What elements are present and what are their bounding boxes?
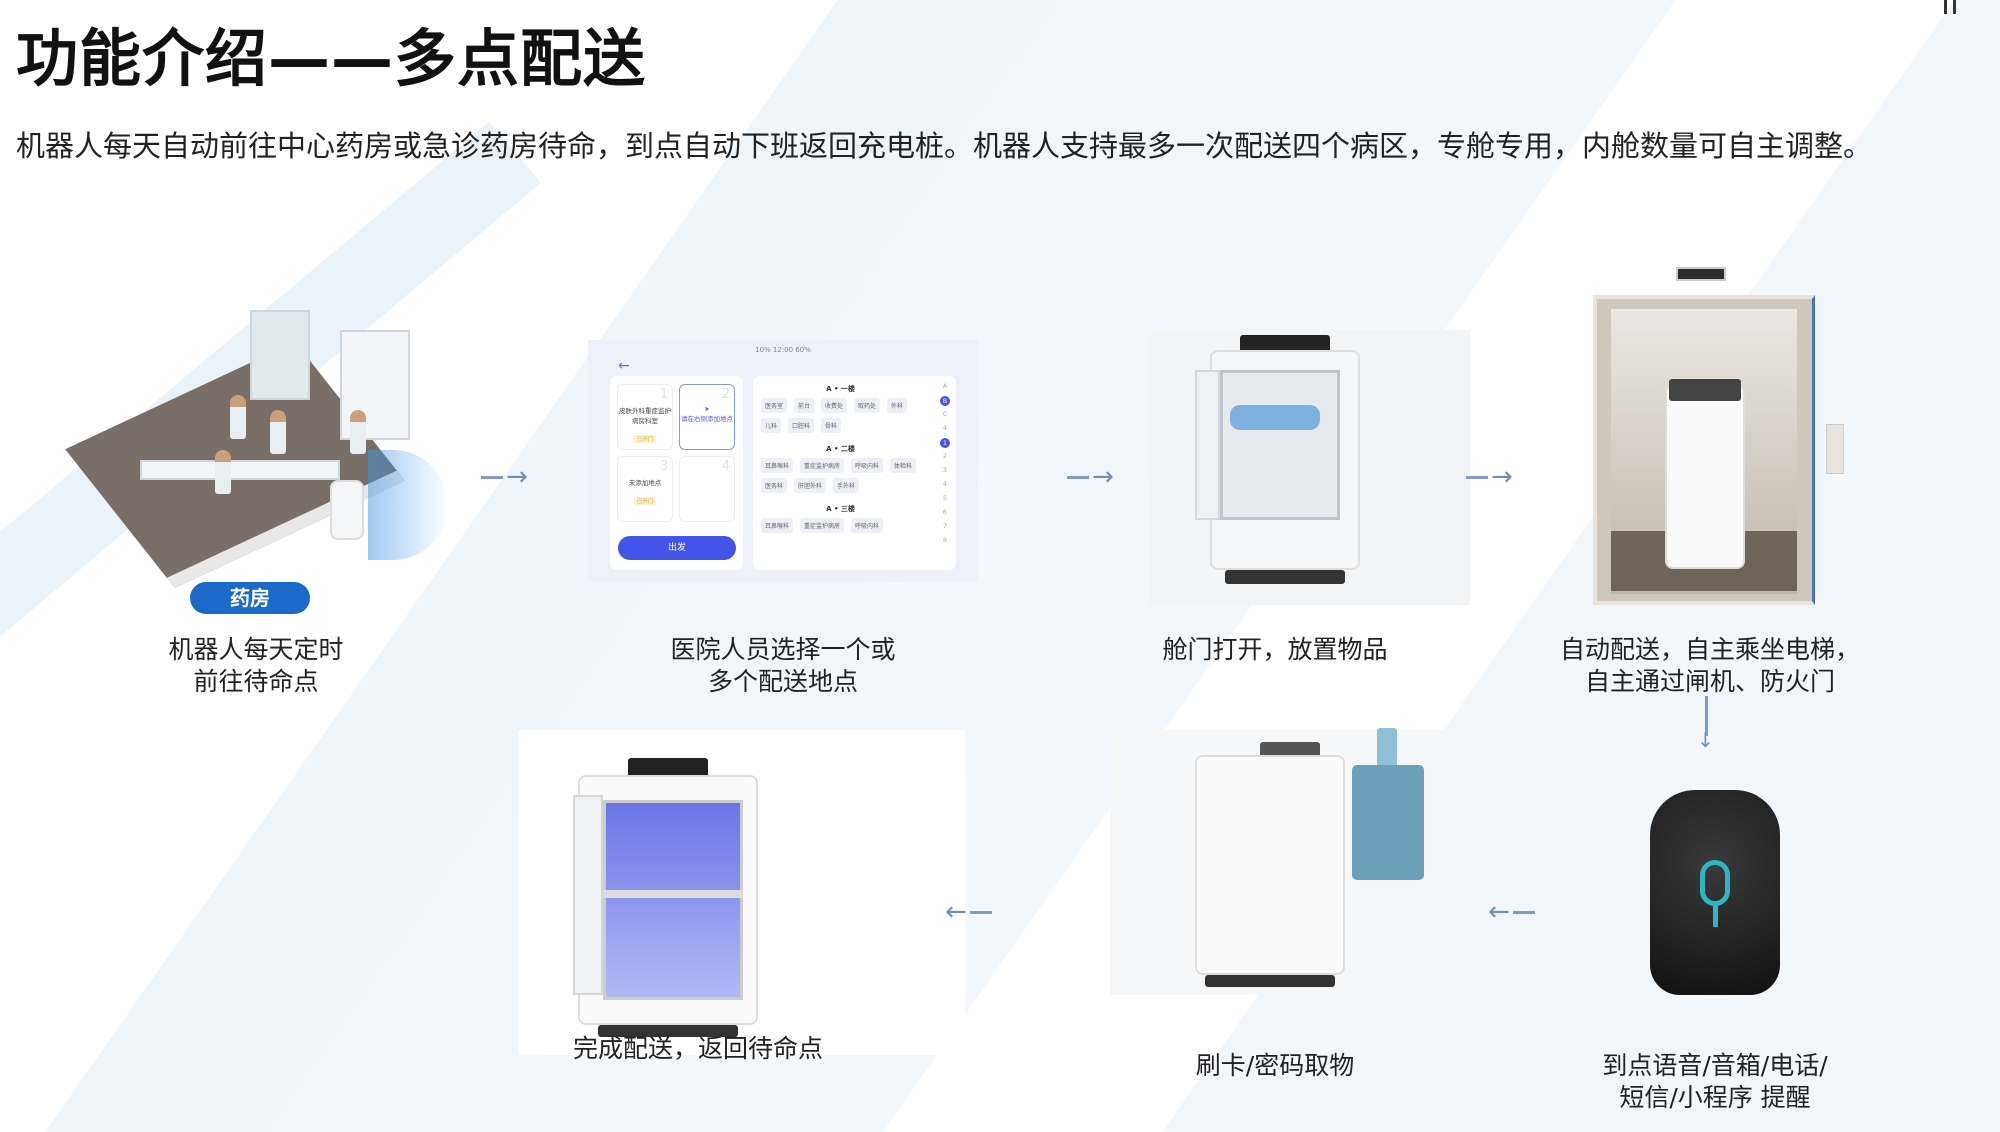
arrow-down-icon — [1705, 696, 1708, 736]
location-chip[interactable]: 手外科 — [833, 478, 860, 493]
arrow-down-head-icon: ↓ — [1697, 728, 1714, 752]
label-line: 自动配送，自主乘坐电梯， — [1559, 635, 1861, 664]
step-1-label: 机器人每天定时 前往待命点 — [168, 634, 343, 698]
microphone-icon — [1700, 860, 1730, 906]
pharmacy-illustration — [65, 300, 460, 589]
arrow-left-icon: ← — [1488, 899, 1538, 925]
label-line: 自主通过闸机、防火门 — [1584, 667, 1836, 696]
open-robot-image — [1150, 330, 1470, 605]
floor-header: A • 三楼 — [826, 505, 855, 513]
arrow-right-icon: → — [1463, 464, 1513, 490]
location-chip[interactable]: 耳鼻喉科 — [761, 518, 794, 533]
label-line: 舱门打开，放置物品 — [1162, 635, 1388, 664]
label-line: 完成配送，返回待命点 — [572, 1034, 824, 1063]
location-chip[interactable]: 骨科 — [821, 418, 842, 433]
index-letter[interactable]: B — [940, 396, 950, 406]
index-letter[interactable]: 4 — [942, 424, 948, 432]
arrow-right-icon: → — [478, 464, 528, 490]
index-letter[interactable]: 8 — [942, 536, 948, 544]
back-arrow-icon[interactable]: ← — [618, 358, 630, 374]
location-chip[interactable]: 呼吸内科 — [851, 518, 884, 533]
microphone-stem — [1713, 905, 1718, 927]
label-line: 医院人员选择一个或 — [670, 635, 896, 664]
location-chip[interactable]: 口腔科 — [788, 418, 815, 433]
elevator-image — [1593, 295, 1815, 605]
location-chip[interactable]: 医务室 — [761, 398, 788, 413]
label-line: 机器人每天定时 — [168, 635, 344, 664]
index-letter[interactable]: 3 — [942, 466, 948, 474]
step-6-label: 刷卡/密码取物 — [1196, 1050, 1354, 1082]
slot-4[interactable]: 4 — [679, 456, 735, 522]
index-letter[interactable]: 7 — [942, 522, 948, 530]
index-letter[interactable]: 6 — [942, 508, 948, 516]
step-3-label: 舱门打开，放置物品 — [1162, 634, 1387, 666]
completed-robot-image — [518, 730, 965, 1055]
status-bar: 10% 12:00 60% — [755, 346, 811, 354]
location-chip[interactable]: 取药处 — [854, 398, 881, 413]
location-chip[interactable]: 肝胆外科 — [794, 478, 827, 493]
index-letter[interactable]: 2 — [942, 452, 948, 460]
location-chip[interactable]: 儿科 — [761, 418, 782, 433]
location-chip[interactable]: 重症监护病房 — [800, 458, 845, 473]
floor-header: A • 一楼 — [826, 385, 855, 393]
slot-2[interactable]: 2➤请在右侧添加地点 — [679, 384, 735, 450]
pause-icon[interactable] — [1944, 0, 1956, 14]
elevator-floor-display — [1676, 267, 1726, 281]
index-letter[interactable]: A — [942, 382, 948, 390]
depart-button[interactable]: 出发 — [618, 536, 736, 560]
location-chip[interactable]: 前台 — [794, 398, 815, 413]
location-chip[interactable]: 医务科 — [761, 478, 788, 493]
step-4-label: 自动配送，自主乘坐电梯， 自主通过闸机、防火门 — [1560, 634, 1860, 698]
step-7-label: 到点语音/音箱/电话/ 短信/小程序 提醒 — [1602, 1050, 1827, 1114]
location-chip[interactable]: 重症监护病房 — [800, 518, 845, 533]
location-chip[interactable]: 耳鼻喉科 — [761, 458, 794, 473]
label-line: 短信/小程序 提醒 — [1619, 1083, 1811, 1112]
index-letter[interactable]: 4 — [942, 480, 948, 488]
access-card-image — [1352, 765, 1424, 880]
card-lanyard — [1377, 728, 1397, 768]
location-chip[interactable]: 外科 — [887, 398, 908, 413]
label-line: 刷卡/密码取物 — [1195, 1051, 1355, 1080]
step-2-label: 医院人员选择一个或 多个配送地点 — [670, 634, 895, 698]
label-line: 到点语音/音箱/电话/ — [1602, 1051, 1828, 1080]
arrow-left-icon: ← — [945, 899, 995, 925]
label-line: 前往待命点 — [193, 667, 319, 696]
floor-header: A • 二楼 — [826, 445, 855, 453]
location-chip[interactable]: 体检科 — [890, 458, 917, 473]
step-5-label: 完成配送，返回待命点 — [573, 1033, 823, 1065]
pharmacy-badge: 药房 — [190, 582, 310, 614]
intro-paragraph: 机器人每天自动前往中心药房或急诊药房待命，到点自动下班返回充电桩。机器人支持最多… — [16, 129, 1873, 163]
elevator-button-panel — [1826, 424, 1844, 474]
index-letter[interactable]: C — [942, 410, 948, 418]
page-title: 功能介绍——多点配送 — [16, 22, 647, 95]
location-chip[interactable]: 呼吸内科 — [851, 458, 884, 473]
location-chip[interactable]: 收费处 — [821, 398, 848, 413]
index-letter[interactable]: 1 — [940, 438, 950, 448]
label-line: 多个配送地点 — [707, 667, 859, 696]
index-letter[interactable]: 5 — [942, 494, 948, 502]
arrow-right-icon: → — [1064, 464, 1114, 490]
